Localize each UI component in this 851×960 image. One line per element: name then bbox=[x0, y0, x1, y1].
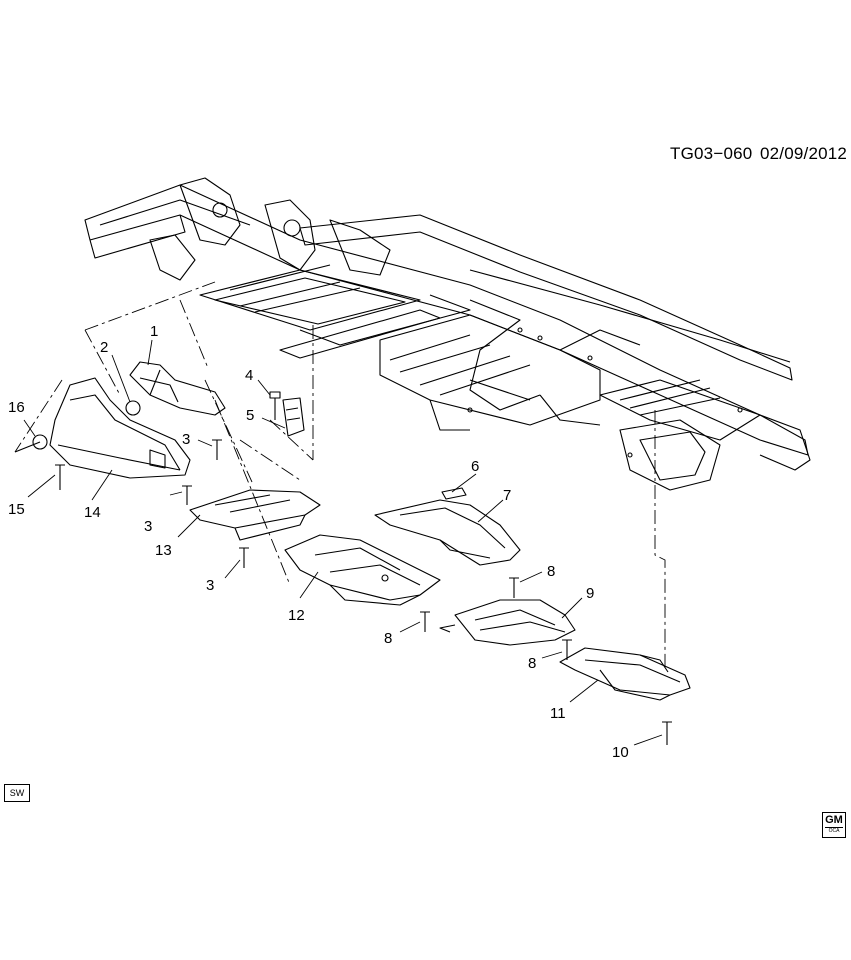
callout-4: 4 bbox=[245, 367, 253, 384]
callout-12: 12 bbox=[288, 607, 305, 624]
part-9-shield bbox=[439, 599, 576, 646]
callout-1: 1 bbox=[150, 323, 158, 340]
callout-8a: 8 bbox=[547, 563, 555, 580]
callout-2: 2 bbox=[100, 339, 108, 356]
callout-15: 15 bbox=[8, 501, 25, 518]
callout-16: 16 bbox=[8, 399, 25, 416]
gm-logo-subtext: OCA bbox=[825, 827, 843, 834]
diagram-id: TG03−060 bbox=[670, 144, 753, 163]
callout-3b: 3 bbox=[144, 518, 152, 535]
callout-10: 10 bbox=[612, 744, 629, 761]
part-11-shield bbox=[559, 647, 691, 701]
part-13-shield bbox=[189, 489, 321, 541]
sw-badge: SW bbox=[4, 784, 30, 802]
callout-8c: 8 bbox=[528, 655, 536, 672]
callout-5: 5 bbox=[246, 407, 254, 424]
part-14-shield bbox=[49, 377, 191, 479]
part-16-grommet bbox=[14, 434, 48, 453]
callout-14: 14 bbox=[84, 504, 101, 521]
callout-3a: 3 bbox=[182, 431, 190, 448]
dashed-leader-lines bbox=[14, 281, 666, 670]
frame-assembly bbox=[84, 177, 811, 491]
part-2-grommet bbox=[125, 400, 141, 416]
part-1-shield bbox=[129, 361, 226, 416]
callout-6: 6 bbox=[471, 458, 479, 475]
part-6-bracket bbox=[441, 487, 467, 500]
callout-leaders bbox=[23, 339, 663, 746]
diagram-date: 02/09/2012 bbox=[760, 144, 848, 163]
gm-logo: GM OCA bbox=[822, 812, 846, 838]
gm-logo-text: GM bbox=[825, 814, 843, 826]
callout-8b: 8 bbox=[384, 630, 392, 647]
callout-11: 11 bbox=[550, 705, 566, 722]
part-12-shield bbox=[284, 534, 441, 606]
callout-7: 7 bbox=[503, 487, 511, 504]
part-7-shield bbox=[374, 499, 521, 566]
bolts bbox=[55, 439, 672, 745]
callout-3c: 3 bbox=[206, 577, 214, 594]
part-4-bolt bbox=[269, 391, 281, 420]
callout-13: 13 bbox=[155, 542, 172, 559]
part-5-clip bbox=[282, 397, 305, 437]
callout-9: 9 bbox=[586, 585, 594, 602]
